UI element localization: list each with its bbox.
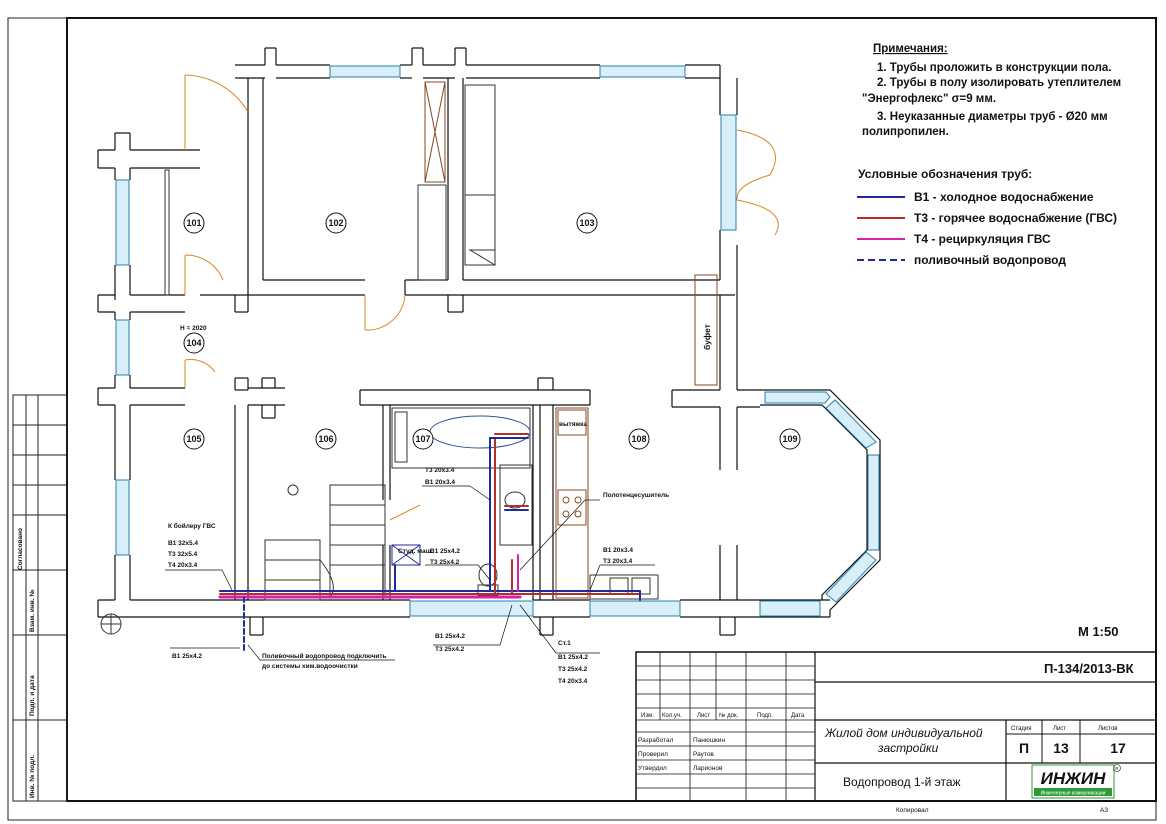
strip-inv-no: Инв. № подл. [29,755,36,798]
title-block: Изм. Кол.уч. Лист № док. Подп. Дата Разр… [635,651,1157,802]
name-3: Ларионов [693,765,723,772]
room-number-107: 107 [415,434,430,444]
drawing-frame [66,17,1157,802]
sheets-value: 17 [1110,740,1126,756]
note-2: 2. Трубы в полу изолировать утеплителем [877,77,1121,89]
h-mark: H = 2020 [180,325,207,332]
sheets-label: Листов [1098,726,1118,732]
left-strip: Согласовано Взам. инв. № Подп. и дата Ин… [12,394,68,802]
kitchen-pipe-1: В1 20х3.4 [603,547,633,554]
room-marker-109 [779,428,801,450]
hdr-date: Дата [791,713,805,719]
room-marker-105 [183,428,205,450]
note-3: 3. Неуказанные диаметры труб - Ø20 мм [877,111,1108,123]
riser-pipe-2: Т3 25х4.2 [558,666,588,673]
hdr-izm: Изм. [641,713,654,719]
logo-text: ИНЖИН [1041,769,1106,788]
riser-pipe-1: В1 25х4.2 [558,654,588,661]
buffet-label: буфет [702,324,712,350]
hdr-kol: Кол.уч. [662,713,682,719]
boiler-pipe-1: В1 32х5.4 [168,540,198,547]
room-number-108: 108 [631,434,646,444]
hood-label: вытяжка [559,421,587,428]
riser-pipe-3: Т4 20х3.4 [558,678,588,685]
name-1: Панюшкин [693,737,725,744]
irrigation-note-2: до системы хим.водоочистки [262,663,358,670]
room-marker-104 [183,332,205,354]
room-markers: 101 102 103 104 105 106 107 108 109 [183,212,801,450]
stage-label: Стадия [1011,726,1031,732]
room-marker-107 [412,428,434,450]
legend-label-3: Т4 - рециркуляция ГВС [914,232,1051,246]
room-marker-102 [325,212,347,234]
legend-items: В1 - холодное водоснабжение Т3 - горячее … [857,190,1117,267]
project-code: П-134/2013-ВК [1044,661,1134,676]
role-1: Разработал [638,736,674,744]
name-2: Раутов [693,751,714,758]
room-marker-103 [576,212,598,234]
lower-pipe-2: Т3 25х4.2 [435,646,465,653]
room-number-109: 109 [782,434,797,444]
company-logo: ИНЖИН Инженерные коммуникации R [1031,764,1121,799]
room-number-104: 104 [186,338,201,348]
room-marker-106 [315,428,337,450]
towel-label: Полотенцесушитель [603,492,669,499]
sheet-title: Водопровод 1-й этаж [843,775,961,789]
kitchen-pipe-2: Т3 20х3.4 [603,558,633,565]
object-line-2: застройки [877,741,939,755]
role-3: Утвердил [638,765,667,772]
wc-pipe-2: Т3 25х4.2 [430,559,460,566]
pipe-legend: Условные обозначения труб: В1 - холодное… [857,167,1117,267]
hdr-doc: № док. [719,712,739,719]
copied-label: Копировал [896,807,929,814]
riser-label: Ст.1 [558,640,571,647]
legend-label-4: поливочный водопровод [914,253,1066,267]
svg-text:R: R [1115,766,1119,771]
scale-label: М 1:50 [1078,624,1118,639]
stage-value: П [1019,740,1029,756]
room-number-101: 101 [186,218,201,228]
room-number-106: 106 [318,434,333,444]
strip-agreed: Согласовано [17,528,24,570]
legend-label-2: Т3 - горячее водоснабжение (ГВС) [914,211,1117,225]
note-3b: полипропилен. [862,126,949,138]
room-number-105: 105 [186,434,201,444]
room-number-103: 103 [579,218,594,228]
wc-pipe-1: В1 25х4.2 [430,548,460,555]
format-label: А3 [1100,807,1108,814]
bath-pipe-2: В1 20х3.4 [425,479,455,486]
outer-border [7,17,1157,821]
room-marker-108 [628,428,650,450]
sheet-value: 13 [1053,740,1069,756]
note-1: 1. Трубы проложить в конструкции пола. [877,62,1112,74]
irrigation-note-1: Поливочный водопровод подключить [262,652,387,660]
note-2b: "Энергофлекс" σ=9 мм. [862,93,996,105]
notes-block: Примечания: 1. Трубы проложить в констру… [862,43,1121,138]
irrigation-pipe: В1 25х4.2 [172,653,202,660]
boiler-pipe-3: Т4 20х3.4 [168,562,198,569]
hdr-list: Лист [697,713,710,719]
object-line-1: Жилой дом индивидуальной [824,726,983,740]
room-marker-101 [183,212,205,234]
logo-subtitle: Инженерные коммуникации [1041,791,1106,797]
pipes [218,433,641,651]
stud-label: Студ. маш. [398,548,433,555]
strip-sign-date: Подп. и дата [29,675,36,716]
room-number-102: 102 [328,218,343,228]
lower-pipe-1: В1 25х4.2 [435,633,465,640]
boiler-label: К бойлеру ГВС [168,522,216,530]
boiler-pipe-2: Т3 32х5.4 [168,551,198,558]
sheet-label: Лист [1053,726,1066,732]
strip-replace-inv: Взам. инв. № [29,589,36,632]
role-2: Проверил [638,751,668,758]
bath-pipe-1: Т3 20х3.4 [425,467,455,474]
legend-title: Условные обозначения труб: [858,167,1032,181]
legend-label-1: В1 - холодное водоснабжение [914,190,1094,204]
notes-title: Примечания: [873,43,948,55]
hdr-sign: Подп. [757,713,773,719]
floor-plan: Студ. маш. вытяжка буфет 101 102 103 104 105… [97,47,881,685]
